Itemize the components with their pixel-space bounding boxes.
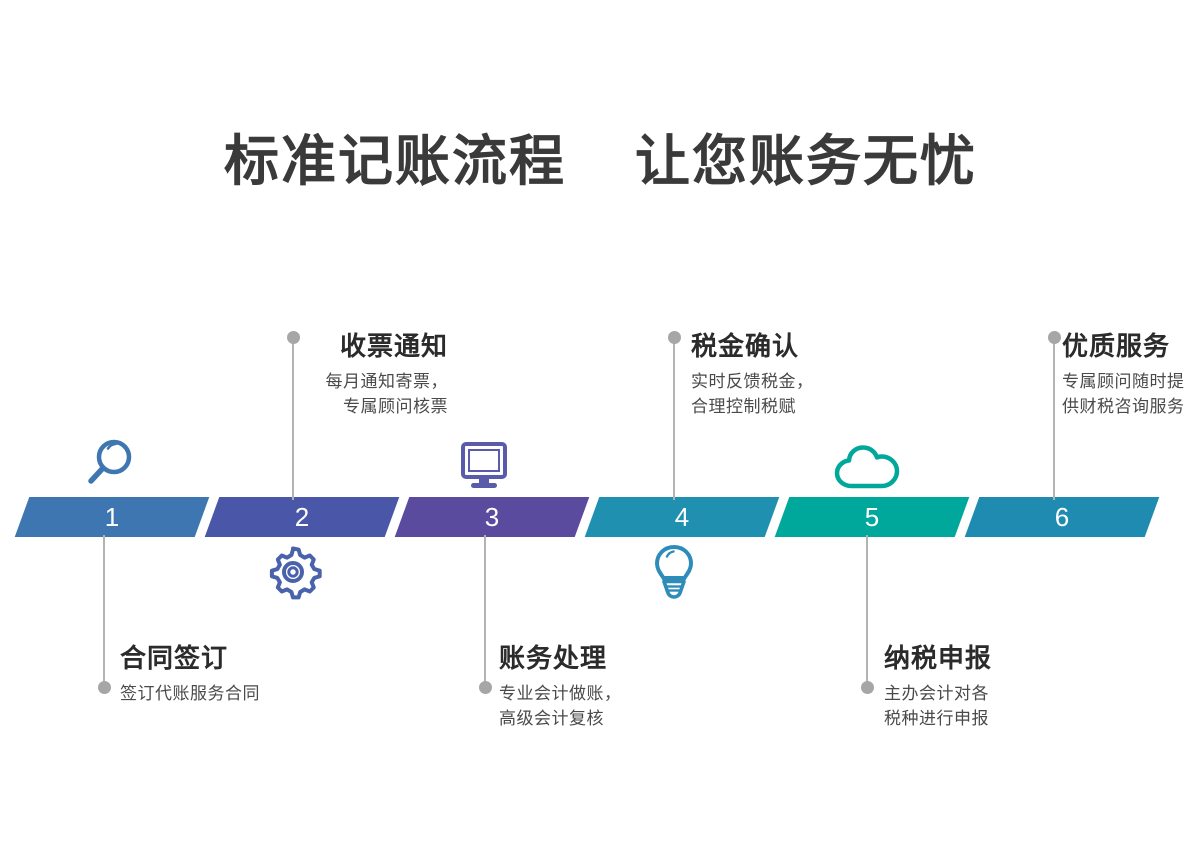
step-description-1: 签订代账服务合同: [120, 683, 260, 703]
connector-line-6: [1053, 340, 1055, 500]
step-description-3: 专业会计做账， 高级会计复核: [499, 683, 622, 729]
gear-icon: [262, 543, 324, 601]
step-heading-6: 优质服务: [1062, 331, 1171, 361]
step-label-6: 优质服务 专属顾问随时提 供财税咨询服务: [1062, 330, 1185, 420]
process-segment-number-1: 1: [104, 502, 120, 532]
connector-dot-4: [668, 331, 681, 344]
step-label-3: 账务处理 专业会计做账， 高级会计复核: [499, 642, 622, 732]
step-heading-4: 税金确认: [691, 331, 800, 361]
step-label-5: 纳税申报 主办会计对各 税种进行申报: [884, 642, 992, 732]
step-description-6: 专属顾问随时提 供财税咨询服务: [1062, 371, 1185, 417]
connector-line-4: [673, 340, 675, 500]
monitor-icon: [452, 440, 516, 494]
connector-dot-2: [287, 331, 300, 344]
magnifier-icon: [78, 436, 140, 494]
lightbulb-icon: [649, 543, 699, 601]
process-segment-number-4: 4: [674, 502, 690, 532]
process-segment-number-6: 6: [1054, 502, 1070, 532]
connector-dot-6: [1048, 331, 1061, 344]
process-segment-number-5: 5: [864, 502, 880, 532]
connector-dot-3: [479, 681, 492, 694]
step-description-4: 实时反馈税金， 合理控制税赋: [691, 371, 814, 417]
step-heading-1: 合同签订: [120, 643, 229, 673]
step-heading-5: 纳税申报: [884, 643, 993, 673]
connector-dot-1: [98, 681, 111, 694]
step-label-4: 税金确认 实时反馈税金， 合理控制税赋: [691, 330, 814, 420]
step-description-2: 每月通知寄票， 专属顾问核票: [325, 371, 448, 417]
connector-line-1: [103, 535, 105, 687]
step-label-2: 收票通知 每月通知寄票， 专属顾问核票: [160, 330, 448, 420]
process-bar: 1 2 3 4 5 6: [0, 497, 1201, 537]
connector-line-3: [484, 535, 486, 687]
step-heading-2: 收票通知: [339, 331, 448, 361]
step-description-5: 主办会计对各 税种进行申报: [884, 683, 989, 729]
process-segment-number-2: 2: [294, 502, 310, 532]
step-label-1: 合同签订 签订代账服务合同: [120, 642, 260, 706]
process-segment-number-3: 3: [484, 502, 500, 532]
connector-line-5: [866, 535, 868, 687]
connector-line-2: [292, 340, 294, 500]
cloud-icon: [833, 444, 901, 492]
step-heading-3: 账务处理: [499, 643, 608, 673]
connector-dot-5: [861, 681, 874, 694]
page-title: 标准记账流程 让您账务无忧: [223, 130, 978, 192]
